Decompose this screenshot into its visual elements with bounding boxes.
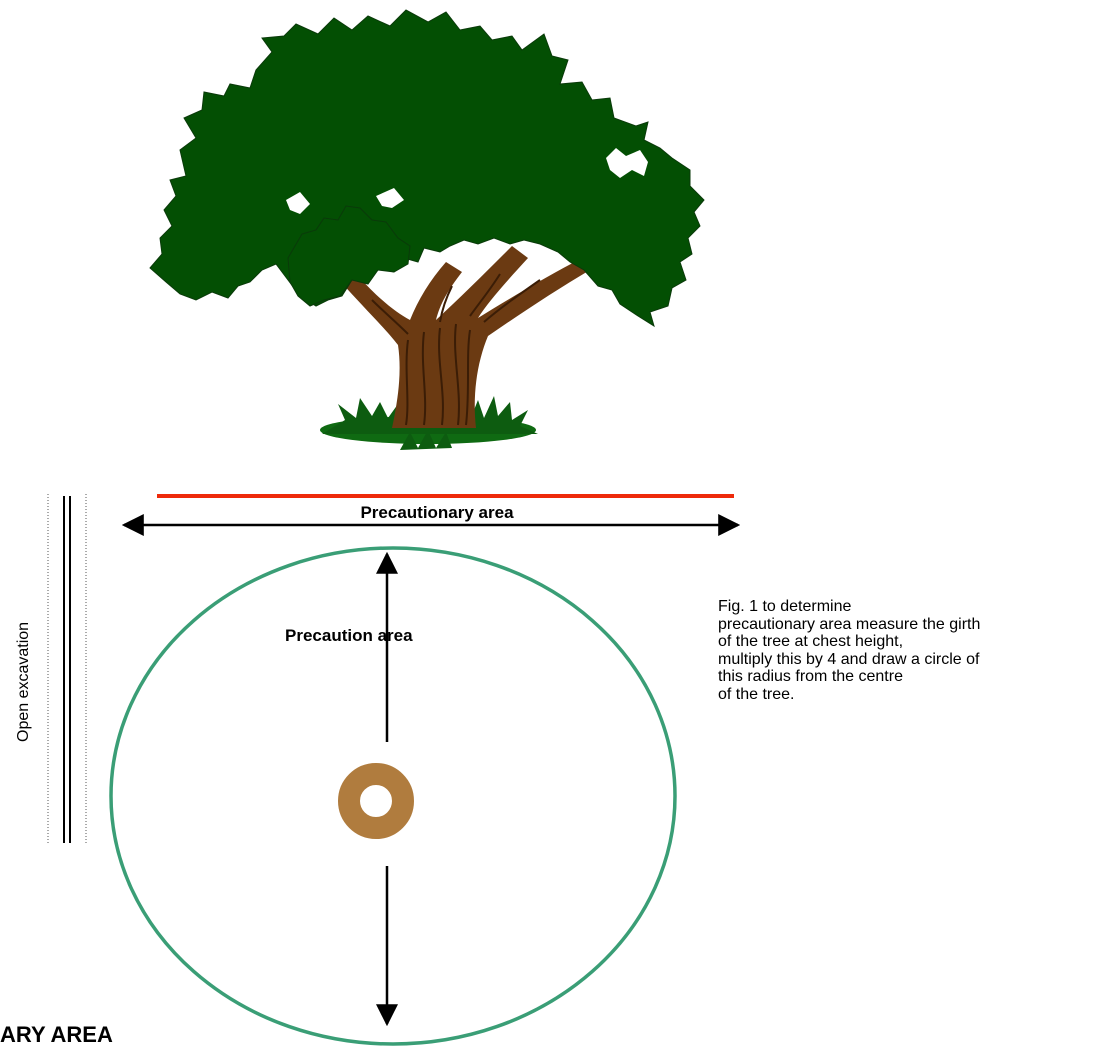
precaution-area-label: Precaution area	[285, 626, 413, 645]
caption-line: of the tree at chest height,	[718, 633, 904, 650]
tree-illustration	[149, 9, 705, 450]
precautionary-area-label: Precautionary area	[360, 503, 514, 522]
open-excavation-lines	[47, 494, 87, 843]
precaution-circle	[109, 546, 677, 1046]
caption-line: Fig. 1 to determine	[718, 598, 852, 615]
foliage-gaps	[286, 148, 648, 214]
heading-fragment: ARY AREA	[0, 1022, 113, 1047]
caption-line: this radius from the centre	[718, 668, 903, 685]
open-excavation-label: Open excavation	[15, 622, 32, 742]
foliage-icon	[149, 9, 705, 328]
grass-icon	[320, 396, 538, 450]
figure-caption: Fig. 1 to determine precautionary area m…	[718, 598, 1088, 703]
ring-icon	[338, 763, 414, 839]
caption-line: of the tree.	[718, 685, 795, 703]
caption-line: precautionary area measure the girth	[718, 615, 981, 633]
caption-line: multiply this by 4 and draw a circle of	[718, 650, 980, 668]
